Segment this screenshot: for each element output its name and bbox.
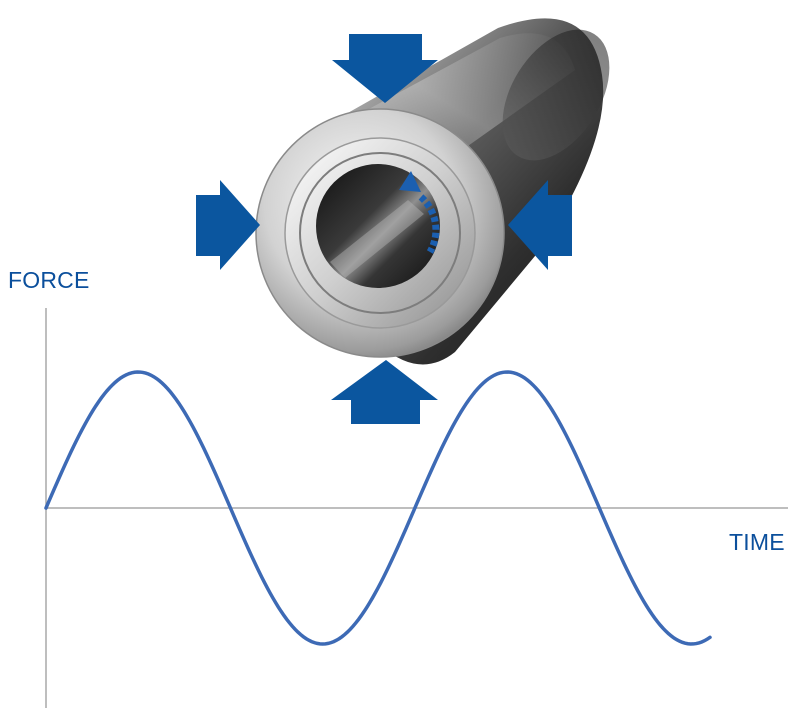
tube-bore <box>316 164 440 288</box>
arrow-left <box>196 180 260 270</box>
bore-reflection <box>330 200 424 278</box>
arrow-top <box>332 34 438 103</box>
y-axis-label: FORCE <box>8 267 90 293</box>
x-axis-label: TIME <box>729 529 785 555</box>
curved-rotation-arrow-icon <box>399 171 440 254</box>
arrow-bottom <box>331 360 438 424</box>
arrow-right <box>508 180 572 270</box>
force-sine-wave <box>44 370 712 646</box>
tube-far-end <box>502 29 610 161</box>
tube-face-groove <box>299 152 461 314</box>
tube-illustration <box>196 18 610 424</box>
